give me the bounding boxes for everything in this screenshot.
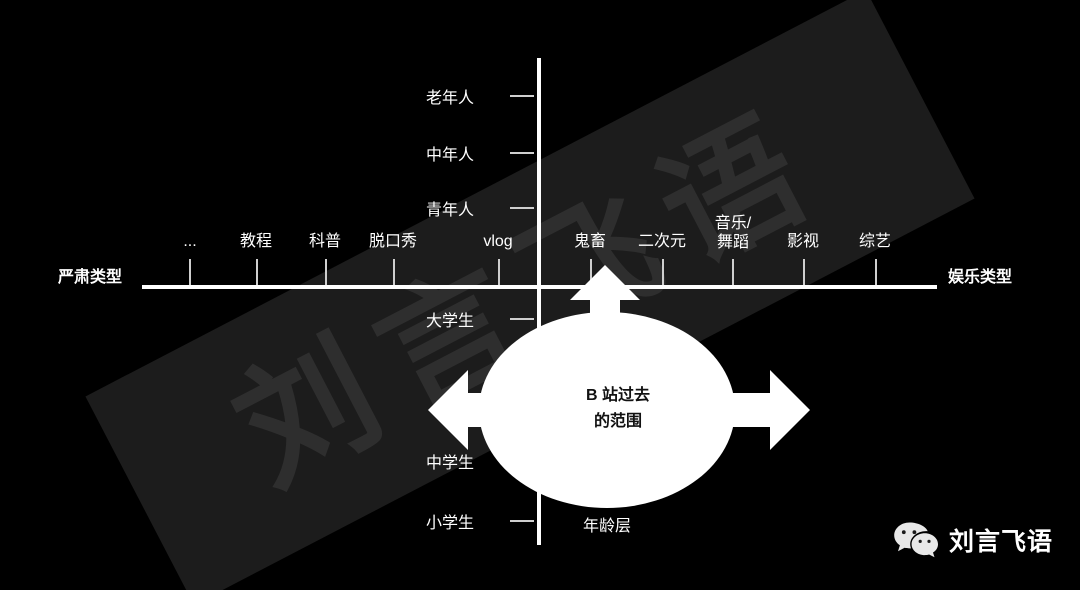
highlight-region (420, 258, 820, 518)
wechat-account: 刘言飞语 (893, 521, 1053, 559)
x-tick-mark (662, 259, 664, 285)
x-tick-label-8: 影视 (786, 233, 820, 250)
y-tick-label-2: 青年人 (425, 202, 474, 219)
y-tick-mark (510, 207, 534, 209)
x-tick-mark (498, 259, 500, 285)
highlight-label: B 站过去 的范围 (528, 383, 708, 435)
x-tick-label-5: 鬼畜 (573, 233, 607, 250)
x-tick-label-9: 综艺 (858, 233, 892, 250)
x-tick-mark (803, 259, 805, 285)
wechat-account-name: 刘言飞语 (949, 528, 1054, 556)
x-axis-left-end-label: 严肃类型 (58, 269, 123, 286)
y-tick-mark (510, 520, 534, 522)
highlight-label-line-1: B 站过去 (585, 387, 650, 404)
y-tick-mark (510, 318, 534, 320)
x-tick-label-6: 二次元 (637, 233, 687, 250)
y-tick-mark (510, 152, 534, 154)
y-tick-label-0: 老年人 (425, 90, 474, 107)
y-tick-label-4: 中学生 (425, 455, 474, 472)
x-tick-label-3: 脱口秀 (368, 233, 418, 250)
highlight-shape-svg (428, 265, 810, 508)
x-tick-mark (256, 259, 258, 285)
x-tick-mark (189, 259, 191, 285)
highlight-label-line-2: 的范围 (593, 413, 642, 430)
x-tick-label-7: 音乐/ 舞蹈 (714, 215, 752, 251)
y-tick-label-1: 中年人 (425, 147, 474, 164)
x-axis-right-end-label: 娱乐类型 (948, 269, 1013, 286)
x-tick-mark (590, 259, 592, 285)
y-tick-label-5: 小学生 (425, 515, 474, 532)
y-axis-name: 年龄层 (583, 518, 632, 535)
x-tick-label-4: vlog (483, 233, 513, 250)
wechat-icon (894, 522, 938, 558)
x-tick-mark (875, 259, 877, 285)
x-tick-label-1: 教程 (239, 233, 273, 250)
arrow-right-icon (700, 370, 810, 450)
x-tick-mark (393, 259, 395, 285)
arrow-up-icon (570, 265, 640, 358)
x-tick-mark (325, 259, 327, 285)
scope-ellipse (479, 312, 735, 508)
y-tick-mark (510, 95, 534, 97)
x-tick-label-0: ... (183, 233, 197, 250)
x-tick-label-2: 科普 (308, 233, 342, 250)
x-tick-mark (732, 259, 734, 285)
y-axis-line (537, 58, 541, 545)
y-tick-label-3: 大学生 (425, 313, 474, 330)
